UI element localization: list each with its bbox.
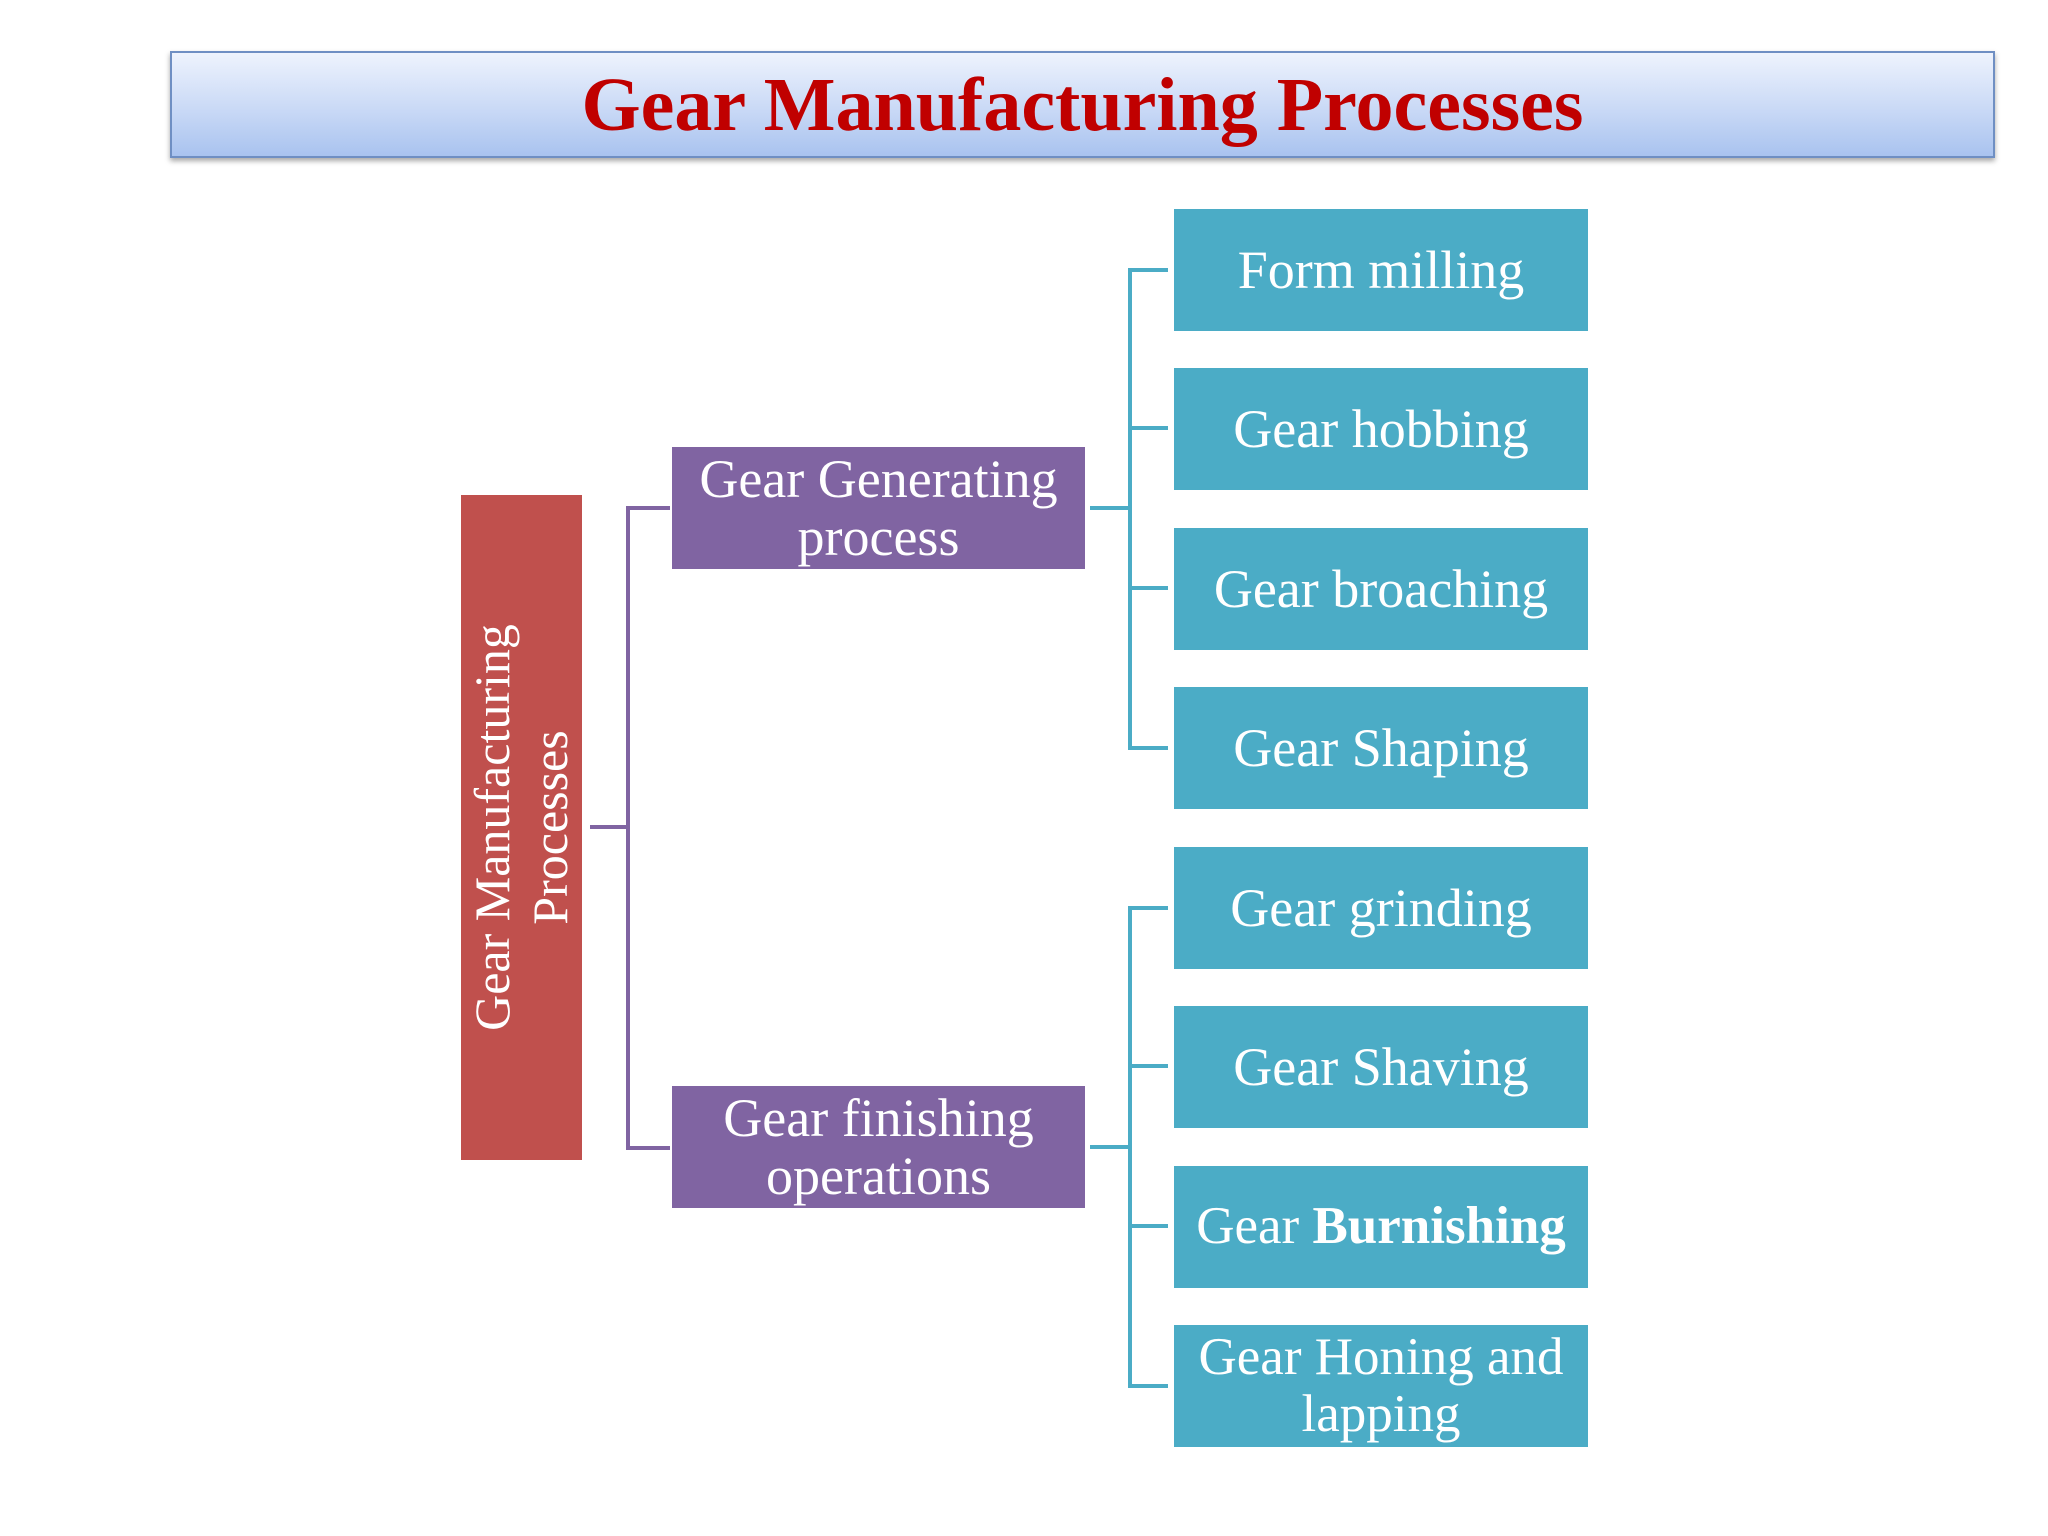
title-banner: Gear Manufacturing Processes: [170, 51, 1995, 158]
root-node: Gear Manufacturing Processes: [461, 495, 582, 1160]
leaf-label: Gear Shaving: [1233, 1036, 1529, 1097]
leaf-gear-grinding: Gear grinding: [1174, 847, 1588, 969]
group-node-label: Gear finishing operations: [723, 1087, 1034, 1206]
page-title: Gear Manufacturing Processes: [581, 62, 1584, 147]
leaf-gear-broaching: Gear broaching: [1174, 528, 1588, 650]
leaf-gear-shaving: Gear Shaving: [1174, 1006, 1588, 1128]
leaf-label: Gear Honing and lapping: [1198, 1327, 1564, 1443]
leaf-gear-shaping: Gear Shaping: [1174, 687, 1588, 809]
leaf-gear-burnishing: Gear Burnishing: [1174, 1166, 1588, 1288]
leaf-gear-honing-lapping: Gear Honing and lapping: [1174, 1325, 1588, 1447]
leaf-label: Form milling: [1237, 239, 1525, 300]
group2-connector-bracket: [1128, 906, 1168, 1388]
group-node-generating: Gear Generating process: [672, 447, 1085, 569]
root-node-label: Gear Manufacturing Processes: [464, 624, 578, 1031]
leaf-label: Gear Shaping: [1233, 717, 1529, 778]
leaf-label: Gear grinding: [1230, 877, 1532, 938]
leaf-form-milling: Form milling: [1174, 209, 1588, 331]
leaf-gear-hobbing: Gear hobbing: [1174, 368, 1588, 490]
leaf-label: Gear broaching: [1213, 558, 1549, 619]
leaf-label: Gear Burnishing: [1196, 1197, 1566, 1256]
group1-connector-bracket: [1128, 268, 1168, 750]
group-node-finishing: Gear finishing operations: [672, 1086, 1085, 1208]
group-node-label: Gear Generating process: [699, 448, 1058, 567]
root-connector-bracket: [626, 506, 670, 1150]
leaf-label: Gear hobbing: [1233, 398, 1529, 459]
